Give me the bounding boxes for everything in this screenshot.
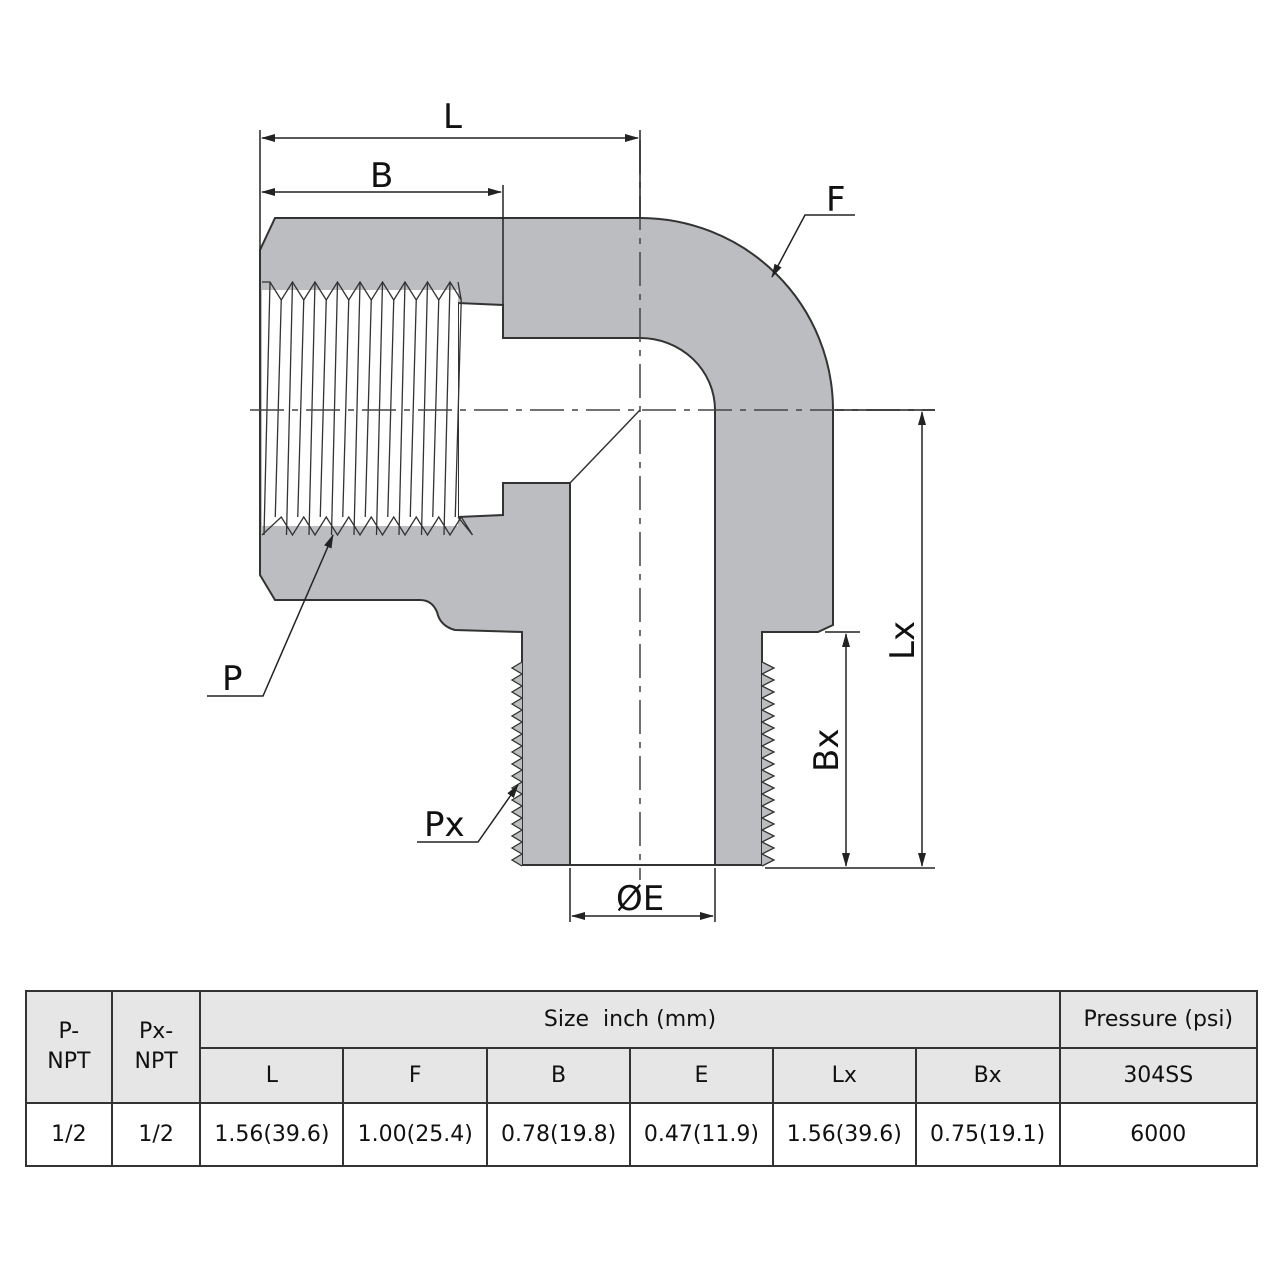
subheader-L: L	[199, 1047, 345, 1104]
thread-crest-top	[262, 280, 462, 302]
male-thread-left	[510, 661, 524, 867]
female-thread-bore	[262, 290, 458, 526]
header-p-npt: P- NPT	[25, 990, 113, 1104]
cell-L: 1.56(39.6)	[199, 1102, 345, 1167]
centerlines	[250, 140, 935, 880]
label-B: B	[370, 156, 393, 196]
label-P: P	[222, 659, 243, 699]
bore-chamfer	[569, 409, 641, 484]
header-p-npt-line1: P-	[58, 1019, 80, 1044]
cell-F: 1.00(25.4)	[342, 1102, 489, 1167]
thread-line	[342, 299, 350, 518]
cell-Lx: 1.56(39.6)	[771, 1102, 917, 1167]
subheader-material: 304SS	[1058, 1047, 1259, 1104]
cell-Bx: 0.75(19.1)	[914, 1102, 1061, 1167]
dimension-lines	[207, 130, 935, 922]
header-size: Size inch (mm)	[199, 990, 1061, 1049]
thread-line	[454, 299, 462, 518]
thread-line	[353, 281, 361, 536]
table-row: 1/2 1/2 1.56(39.6) 1.00(25.4) 0.78(19.8)…	[25, 1102, 1259, 1167]
thread-line	[330, 281, 339, 536]
female-thread-lines	[261, 280, 474, 537]
thread-line	[274, 299, 282, 518]
thread-line	[432, 299, 440, 518]
thread-line	[443, 281, 451, 536]
thread-line	[297, 299, 305, 518]
male-thread-lines	[510, 661, 776, 867]
subheader-Bx: Bx	[914, 1047, 1061, 1104]
cell-pressure: 6000	[1058, 1102, 1259, 1167]
spec-table: P- NPT Px- NPT Size inch (mm) Pressure (ps…	[25, 990, 1259, 1167]
label-Bx: Bx	[807, 729, 847, 772]
thread-line	[364, 299, 372, 518]
label-Lx: Lx	[883, 621, 923, 660]
cell-px: 1/2	[110, 1102, 202, 1167]
subheader-B: B	[486, 1047, 632, 1104]
label-Px: Px	[424, 805, 465, 845]
cell-B: 0.78(19.8)	[486, 1102, 632, 1167]
thread-line	[409, 299, 417, 518]
header-px-npt-line2: NPT	[134, 1049, 178, 1074]
elbow-fitting-drawing: L B F P Px ØE Lx Bx	[207, 97, 935, 922]
thread-line	[263, 281, 271, 536]
label-E: ØE	[616, 879, 664, 919]
subheader-E: E	[629, 1047, 774, 1104]
subheader-Lx: Lx	[771, 1047, 917, 1104]
header-px-npt: Px- NPT	[110, 990, 202, 1104]
header-pressure: Pressure (psi)	[1058, 990, 1259, 1049]
thread-line	[285, 281, 294, 536]
subheader-F: F	[342, 1047, 489, 1104]
header-px-npt-line1: Px-	[139, 1019, 174, 1044]
thread-line	[308, 281, 316, 536]
thread-line	[387, 299, 395, 518]
cell-E: 0.47(11.9)	[629, 1102, 774, 1167]
thread-line	[398, 281, 406, 536]
thread-line	[375, 281, 384, 536]
thread-line	[420, 281, 429, 536]
thread-line	[319, 299, 327, 518]
label-F: F	[826, 180, 846, 220]
cell-p: 1/2	[25, 1102, 113, 1167]
label-L: L	[443, 97, 462, 137]
male-thread-right	[760, 661, 776, 867]
header-p-npt-line2: NPT	[47, 1049, 91, 1074]
